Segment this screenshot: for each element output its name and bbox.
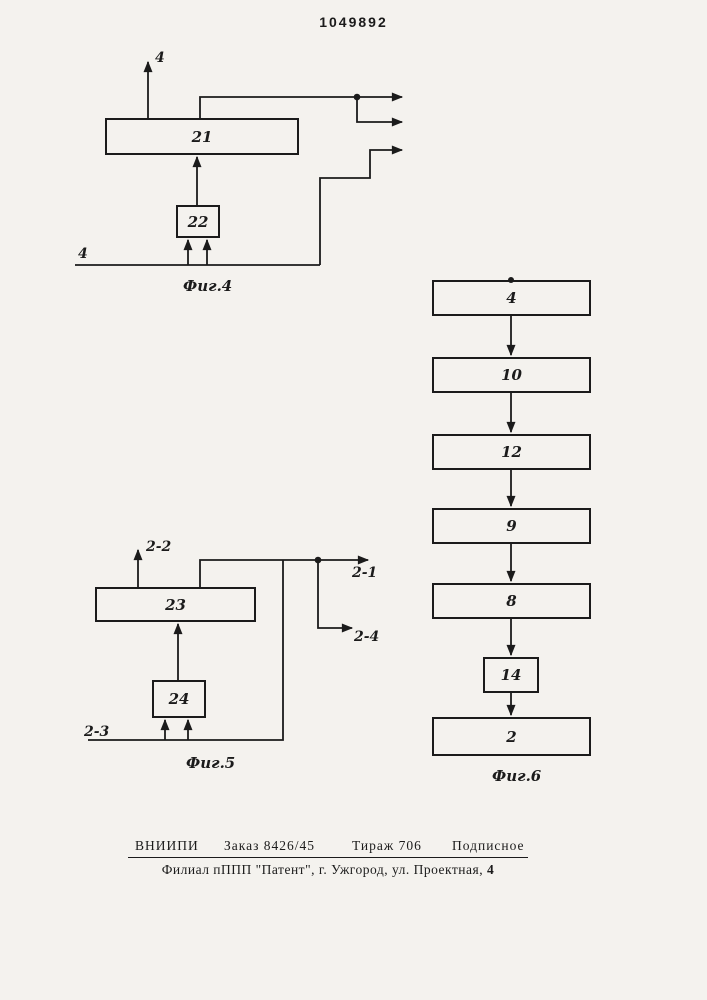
footer-divider bbox=[128, 857, 528, 858]
footer-tirazh: Тираж 706 bbox=[352, 838, 422, 853]
fig6-block-12: 12 bbox=[432, 434, 591, 470]
fig5-label-out1: 2-1 bbox=[352, 565, 378, 581]
fig4-label-top: 4 bbox=[155, 50, 165, 66]
patent-number: 1049892 bbox=[319, 14, 388, 30]
footer-org: ВНИИПИ bbox=[135, 838, 199, 853]
footer-branch-number: 4 bbox=[487, 862, 495, 877]
footer-branch: Филиал пППП "Патент", г. Ужгород, ул. Пр… bbox=[128, 862, 528, 878]
fig5-label-left: 2-3 bbox=[84, 724, 110, 740]
footer-podpisnoe: Подписное bbox=[452, 838, 525, 853]
fig5-label-top: 2-2 bbox=[146, 539, 172, 555]
fig4-label-left: 4 bbox=[78, 246, 88, 262]
fig5-caption: Фиг.5 bbox=[186, 754, 236, 772]
fig6-block-8: 8 bbox=[432, 583, 591, 619]
footer-order: Заказ 8426/45 bbox=[224, 838, 316, 853]
fig5-label-out2: 2-4 bbox=[354, 629, 380, 645]
fig6-block-14: 14 bbox=[483, 657, 539, 693]
fig6-block-4: 4 bbox=[432, 280, 591, 316]
fig6-block-2: 2 bbox=[432, 717, 591, 756]
fig6-caption: Фиг.6 bbox=[492, 767, 542, 785]
footer-branch-text: Филиал пППП "Патент", г. Ужгород, ул. Пр… bbox=[161, 862, 484, 877]
fig4-caption: Фиг.4 bbox=[183, 277, 233, 295]
fig4-block-21: 21 bbox=[105, 118, 299, 155]
fig5-block-23: 23 bbox=[95, 587, 256, 622]
fig6-block-10: 10 bbox=[432, 357, 591, 393]
fig6-block-9: 9 bbox=[432, 508, 591, 544]
fig4-block-22: 22 bbox=[176, 205, 220, 238]
fig5-block-24: 24 bbox=[152, 680, 206, 718]
